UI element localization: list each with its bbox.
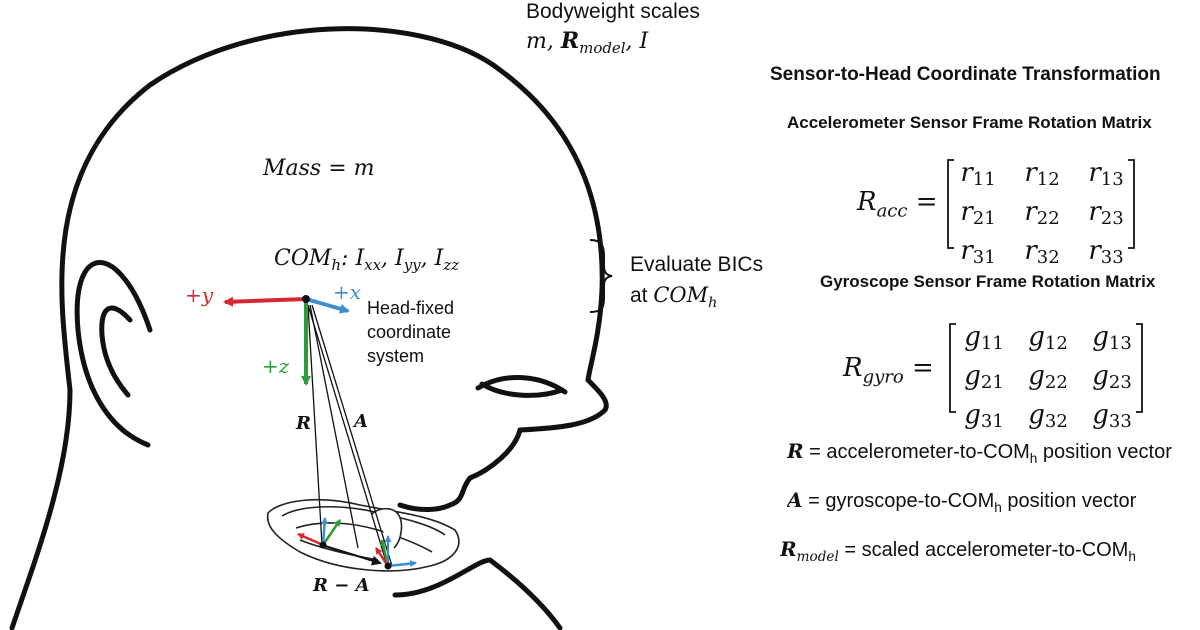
gyro-matrix-brackets	[949, 323, 1143, 413]
com-point	[302, 295, 310, 303]
acc-symbol: Racc =	[857, 187, 938, 222]
gyro-matrix-entry-11: g11	[964, 322, 1004, 354]
acc-heading: Accelerometer Sensor Frame Rotation Matr…	[787, 113, 1152, 132]
x-axis-arrow	[305, 297, 350, 314]
acc-matrix-entry-23: r23	[1088, 197, 1124, 229]
gyro-matrix-entry-22: g22	[1028, 361, 1068, 393]
axis-x-label: +x	[333, 280, 362, 304]
def-A: A = gyroscope-to-COMh position vector	[787, 488, 1137, 515]
acc-matrix-entry-21: r21	[960, 197, 996, 229]
y-axis-arrow	[223, 296, 307, 307]
vector-R2-line	[307, 304, 389, 569]
evaluate-bics-label: Evaluate BICs at COMh	[630, 253, 764, 311]
acc-matrix-entry-12: r12	[1024, 158, 1060, 190]
head-fixed-axes	[223, 295, 350, 386]
acc-matrix: r11 r12 r13 r21 r22 r23 r31 r32 r33	[946, 158, 1138, 273]
vector-aux-line	[309, 304, 359, 549]
def-Rmodel: Rmodel = scaled accelerometer-to-COMh	[780, 537, 1136, 565]
gyro-matrix-entry-31: g31	[964, 400, 1004, 432]
gyro-matrix-entry-33: g33	[1092, 400, 1132, 432]
gyro-matrix-entry-13: g13	[1092, 322, 1132, 354]
vector-RA-arrow	[324, 545, 382, 566]
vector-R-minus-A-label: R − A	[313, 575, 370, 596]
gyro-matrix: g11 g12 g13 g21 g22 g23 g31 g32 g33	[952, 322, 1144, 437]
acc-matrix-entry-31: r31	[960, 236, 996, 268]
acc-matrix-entry-32: r32	[1024, 236, 1060, 268]
com-inertia-label: COMh: Ixx, Iyy, Izz	[274, 246, 460, 275]
panel-title: Sensor-to-Head Coordinate Transformation	[770, 64, 1161, 85]
sensor-axes-right	[374, 535, 417, 570]
acc-matrix-entry-33: r33	[1088, 236, 1124, 268]
axis-z-label: +z	[262, 354, 290, 378]
gyro-matrix-entry-23: g23	[1092, 361, 1132, 393]
mass-label: Mass = m	[263, 156, 375, 181]
def-R: R = accelerometer-to-COMh position vecto…	[787, 439, 1172, 466]
axis-y-label: +y	[185, 283, 214, 307]
gyro-symbol: Rgyro =	[843, 353, 934, 388]
sensor-axes-left	[297, 517, 342, 549]
vector-R-line	[307, 304, 323, 546]
gyro-matrix-entry-32: g32	[1028, 400, 1068, 432]
evaluate-brace	[589, 239, 613, 313]
acc-matrix-entry-13: r13	[1088, 158, 1124, 190]
scales-variables: m, Rmodel, I	[526, 28, 649, 58]
gyro-heading: Gyroscope Sensor Frame Rotation Matrix	[820, 272, 1156, 291]
acc-matrix-brackets	[947, 159, 1135, 249]
acc-matrix-entry-11: r11	[960, 158, 996, 190]
head-outline	[9, 26, 609, 630]
gyro-matrix-entry-21: g21	[964, 361, 1004, 393]
vector-A-line	[311, 304, 393, 567]
bodyweight-scales-label: Bodyweight scales	[526, 0, 700, 23]
coord-system-label: Head-fixed coordinate system	[367, 298, 455, 366]
gyro-matrix-entry-12: g12	[1028, 322, 1068, 354]
vector-R-label: R	[296, 413, 311, 434]
vector-A-label: A	[354, 411, 368, 432]
acc-matrix-entry-22: r22	[1024, 197, 1060, 229]
position-vectors	[307, 304, 393, 569]
